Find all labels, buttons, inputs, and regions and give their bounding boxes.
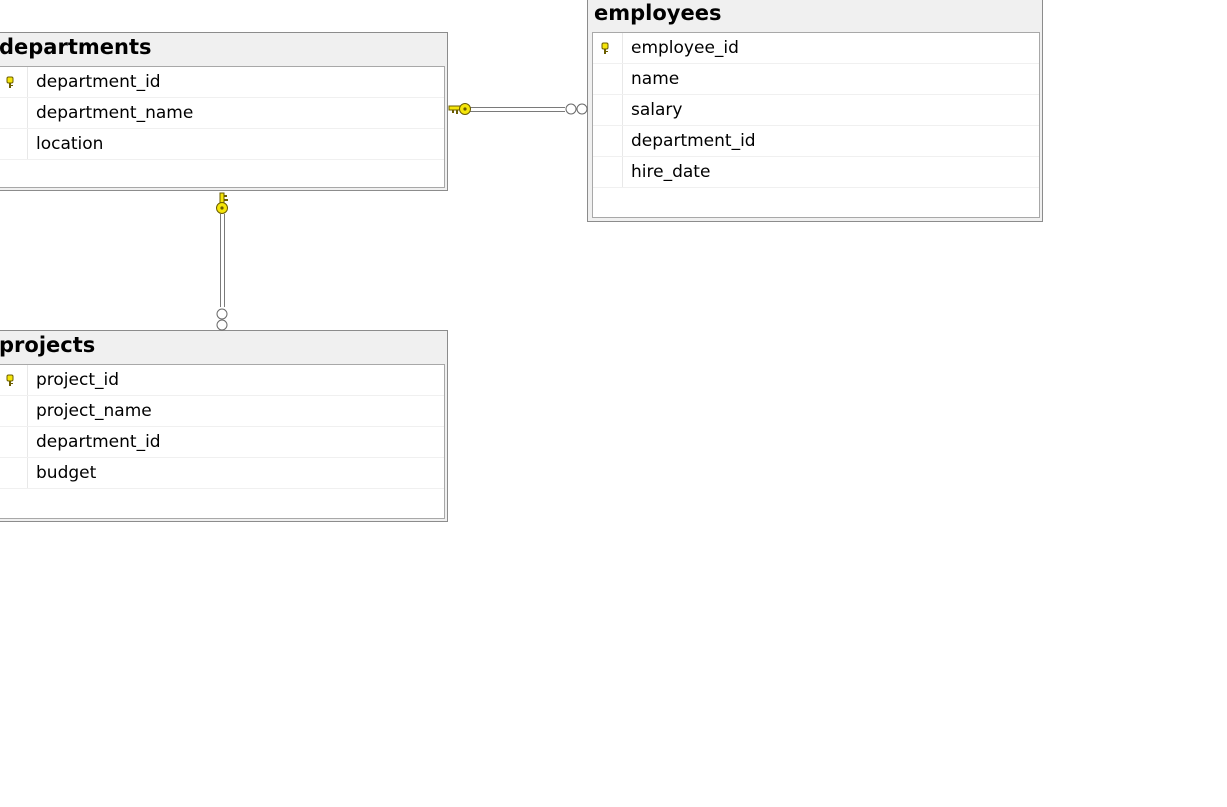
column-name: department_id [36, 72, 161, 92]
column-name: department_id [36, 432, 161, 452]
column-name: employee_id [631, 38, 739, 58]
column-name: name [631, 69, 680, 89]
column-name: department_name [36, 103, 194, 123]
row-selector[interactable] [0, 365, 28, 395]
key-icon [448, 103, 471, 115]
row-selector[interactable] [0, 458, 28, 488]
column-row-department-name[interactable]: department_name [0, 98, 444, 129]
column-row-salary[interactable]: salary [593, 95, 1039, 126]
column-name: salary [631, 100, 683, 120]
column-name: budget [36, 463, 97, 483]
key-icon [216, 192, 228, 214]
column-row-project-id[interactable]: project_id [0, 365, 444, 396]
infinity-icon [216, 308, 228, 331]
row-selector[interactable] [593, 126, 623, 156]
table-title: employees [594, 1, 722, 25]
relationship-departments-projects[interactable] [216, 192, 229, 331]
infinity-icon [565, 103, 588, 115]
column-grid: employee_id name salary department_id hi… [592, 32, 1040, 218]
column-row-budget[interactable]: budget [0, 458, 444, 489]
row-selector[interactable] [0, 396, 28, 426]
column-row-hire-date[interactable]: hire_date [593, 157, 1039, 188]
column-row-department-id[interactable]: department_id [0, 427, 444, 458]
column-row-department-id[interactable]: department_id [593, 126, 1039, 157]
column-row-department-id[interactable]: department_id [0, 67, 444, 98]
row-selector[interactable] [593, 33, 623, 63]
relationship-departments-employees[interactable] [448, 103, 588, 115]
column-name: location [36, 134, 104, 154]
row-selector[interactable] [0, 427, 28, 457]
column-name: hire_date [631, 162, 711, 182]
table-projects[interactable]: projects project_id project_name departm… [0, 330, 448, 522]
column-name: project_id [36, 370, 120, 390]
key-icon [6, 76, 14, 88]
table-departments[interactable]: departments department_id department_nam… [0, 32, 448, 191]
column-grid: department_id department_name location [0, 66, 445, 188]
row-selector[interactable] [593, 64, 623, 94]
column-row-location[interactable]: location [0, 129, 444, 160]
table-title: departments [0, 35, 152, 59]
column-row-name[interactable]: name [593, 64, 1039, 95]
row-selector[interactable] [0, 67, 28, 97]
key-icon [601, 42, 609, 54]
row-selector[interactable] [0, 98, 28, 128]
table-employees[interactable]: employees employee_id name salary depart… [587, 0, 1043, 222]
key-icon [6, 374, 14, 386]
column-grid: project_id project_name department_id bu… [0, 364, 445, 519]
table-title: projects [0, 333, 96, 357]
row-selector[interactable] [593, 157, 623, 187]
column-name: department_id [631, 131, 756, 151]
column-row-project-name[interactable]: project_name [0, 396, 444, 427]
row-selector[interactable] [593, 95, 623, 125]
column-row-employee-id[interactable]: employee_id [593, 33, 1039, 64]
column-name: project_name [36, 401, 152, 421]
row-selector[interactable] [0, 129, 28, 159]
